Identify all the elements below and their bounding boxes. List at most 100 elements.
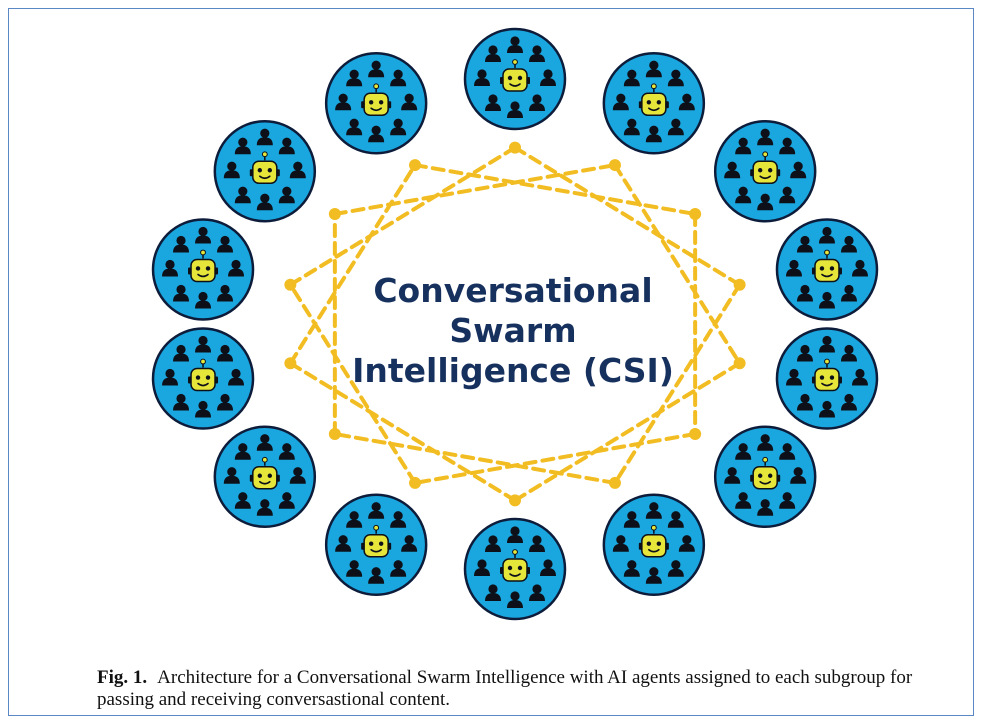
robot-icon: [750, 456, 781, 490]
person-icon: [390, 69, 407, 87]
person-icon: [623, 560, 640, 577]
person-icon: [256, 193, 273, 211]
robot-icon: [361, 83, 392, 117]
person-icon: [529, 94, 545, 111]
subgroup-node: [213, 425, 317, 529]
person-icon: [195, 335, 212, 353]
person-icon: [790, 467, 807, 484]
person-icon: [256, 434, 273, 451]
subgroup-node: [324, 52, 428, 155]
robot-icon: [500, 549, 530, 582]
person-icon: [645, 60, 662, 78]
person-icon: [173, 344, 190, 362]
person-icon: [796, 344, 813, 362]
person-icon: [217, 284, 234, 302]
figure-frame: Conversational Swarm Intelligence (CSI) …: [8, 8, 974, 716]
person-icon: [485, 45, 501, 62]
subgroup-node: [463, 27, 567, 131]
person-icon: [289, 161, 306, 179]
connection-link: [288, 361, 517, 503]
subgroup-node: [213, 119, 317, 223]
person-icon: [401, 535, 418, 552]
connection-point: [689, 427, 702, 440]
person-icon: [645, 502, 662, 519]
person-icon: [623, 511, 640, 528]
person-icon: [779, 137, 796, 155]
connection-point: [608, 159, 621, 172]
subgroup-nodes: [151, 27, 879, 621]
person-icon: [390, 118, 407, 136]
person-icon: [757, 499, 774, 516]
person-icon: [217, 344, 234, 362]
person-icon: [217, 393, 234, 411]
person-icon: [401, 93, 418, 111]
person-icon: [234, 443, 251, 460]
person-icon: [645, 125, 662, 143]
person-icon: [735, 443, 752, 460]
person-icon: [529, 535, 545, 552]
person-icon: [368, 567, 385, 584]
connection-point: [608, 476, 621, 489]
connection-link: [332, 431, 617, 485]
swarm-links: [284, 141, 746, 507]
person-icon: [779, 186, 796, 204]
caption-label: Fig. 1.: [97, 667, 148, 688]
person-icon: [840, 284, 857, 302]
person-icon: [645, 567, 662, 584]
person-icon: [507, 591, 523, 608]
person-icon: [368, 60, 385, 78]
caption-text: Architecture for a Conversational Swarm …: [97, 667, 913, 710]
person-icon: [256, 128, 273, 146]
person-icon: [390, 560, 407, 577]
connection-point: [328, 208, 341, 221]
person-icon: [223, 161, 240, 179]
robot-icon: [249, 456, 280, 490]
person-icon: [195, 226, 212, 244]
person-icon: [278, 137, 295, 155]
person-icon: [474, 69, 490, 86]
robot-icon: [638, 524, 669, 558]
connection-link: [332, 163, 617, 217]
subgroup-node: [602, 52, 706, 155]
person-icon: [234, 137, 251, 155]
person-icon: [485, 94, 501, 111]
title-line-3: Intelligence (CSI): [352, 351, 674, 390]
person-icon: [785, 368, 802, 386]
person-icon: [173, 393, 190, 411]
subgroup-node: [151, 218, 255, 321]
person-icon: [796, 235, 813, 253]
person-icon: [851, 259, 868, 277]
person-icon: [195, 291, 212, 309]
subgroup-node: [775, 218, 879, 321]
person-icon: [289, 467, 306, 484]
connection-point: [689, 208, 702, 221]
person-icon: [724, 467, 741, 484]
person-icon: [667, 511, 684, 528]
person-icon: [840, 393, 857, 411]
connection-point: [509, 494, 521, 507]
person-icon: [735, 186, 752, 204]
figure-caption: Fig. 1.Architecture for a Conversational…: [97, 667, 957, 711]
person-icon: [485, 535, 501, 552]
connection-point: [409, 159, 422, 172]
person-icon: [346, 511, 363, 528]
person-icon: [228, 259, 245, 277]
person-icon: [667, 69, 684, 87]
connection-link: [513, 145, 742, 287]
person-icon: [368, 502, 385, 519]
connection-link: [288, 145, 517, 287]
person-icon: [818, 400, 835, 418]
robot-icon: [750, 151, 781, 184]
person-icon: [368, 125, 385, 143]
person-icon: [623, 69, 640, 87]
subgroup-node: [602, 493, 706, 596]
connection-link: [612, 282, 742, 485]
connection-link: [612, 163, 742, 366]
person-icon: [724, 161, 741, 179]
person-icon: [840, 235, 857, 253]
person-icon: [757, 193, 774, 211]
person-icon: [346, 118, 363, 136]
person-icon: [335, 93, 352, 111]
person-icon: [529, 584, 545, 601]
subgroup-node: [713, 119, 817, 223]
